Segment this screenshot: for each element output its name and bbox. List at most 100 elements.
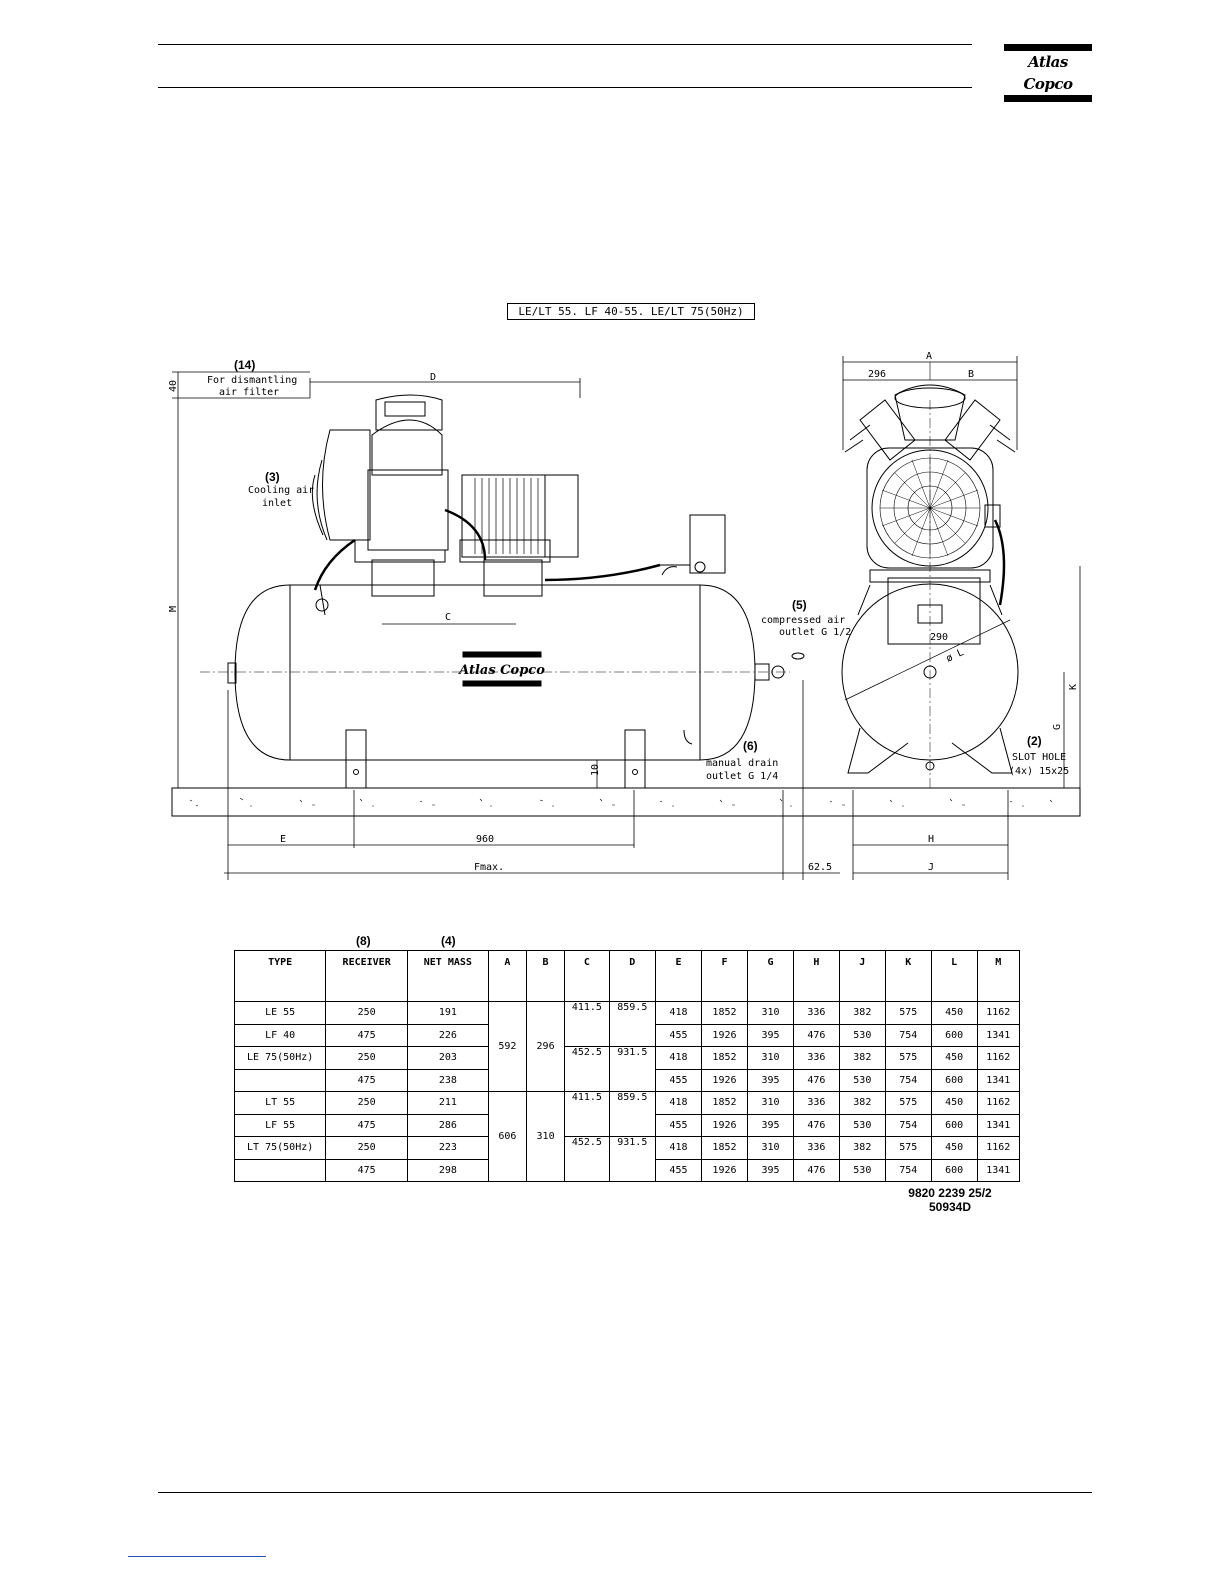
dim-a: A [926, 351, 932, 362]
cell-net-mass: 211 [406, 1091, 489, 1115]
cell-f: 1852 [700, 1091, 749, 1115]
col-header-b: B [525, 950, 566, 1002]
cell-l: 600 [930, 1113, 978, 1137]
cell-e: 418 [655, 1001, 702, 1025]
cell-e: 418 [655, 1046, 702, 1070]
cell-l: 450 [930, 1091, 978, 1115]
dim-h: H [928, 834, 934, 845]
cell-type: LE 75(50Hz) [233, 1046, 327, 1070]
cell-k: 575 [884, 1136, 932, 1160]
cell-type: LF 40 [233, 1023, 327, 1047]
cell-d: 931.5 [608, 1136, 657, 1182]
cell-g: 310 [747, 1046, 794, 1070]
cell-g: 310 [747, 1091, 794, 1115]
callout-14-line1: For dismantling [207, 375, 297, 386]
callout-3-number: (3) [265, 470, 280, 484]
callout-2-line1: SLOT HOLE [1012, 752, 1066, 763]
dim-625: 62.5 [808, 862, 832, 873]
callout-14-number: (14) [234, 358, 255, 372]
cell-h: 336 [792, 1046, 840, 1070]
dim-l: ø L [945, 647, 966, 665]
cell-e: 455 [655, 1113, 702, 1137]
col-header-f: F [700, 950, 749, 1002]
dim-10: 10 [590, 764, 601, 776]
dim-40: 40 [168, 380, 179, 392]
cell-g: 310 [747, 1001, 794, 1025]
cell-net-mass: 203 [406, 1046, 489, 1070]
drawing-title: LE/LT 55. LF 40-55. LE/LT 75(50Hz) [507, 303, 755, 320]
cell-h: 336 [792, 1091, 840, 1115]
callout-5-line2: outlet G 1/2 [779, 627, 851, 638]
col-header-receiver: RECEIVER [325, 950, 408, 1002]
dim-960: 960 [476, 834, 494, 845]
cell-a: 592 [487, 1001, 527, 1092]
cell-receiver: 250 [325, 1046, 408, 1070]
cell-type: LE 55 [233, 1001, 327, 1025]
cell-j: 382 [838, 1046, 886, 1070]
cell-type: LT 75(50Hz) [233, 1136, 327, 1160]
cell-k: 575 [884, 1046, 932, 1070]
cell-type [233, 1068, 327, 1092]
cell-f: 1852 [700, 1001, 749, 1025]
compressor-dimension-drawing: (14) For dismantling air filter (3) Cool… [168, 351, 1081, 880]
cell-g: 395 [747, 1113, 794, 1137]
cell-g: 395 [747, 1068, 794, 1092]
mass-ref: (4) [441, 934, 456, 948]
cell-receiver: 250 [325, 1091, 408, 1115]
col-header-type: TYPE [233, 950, 327, 1002]
cell-receiver: 475 [325, 1023, 408, 1047]
cell-c: 452.5 [564, 1136, 610, 1182]
callout-2-number: (2) [1027, 734, 1042, 748]
dim-m: M [168, 606, 179, 612]
cell-c: 452.5 [564, 1046, 610, 1092]
cell-d: 931.5 [608, 1046, 657, 1092]
cell-m: 1162 [976, 1136, 1021, 1160]
cell-f: 1926 [700, 1023, 749, 1047]
cell-j: 530 [838, 1023, 886, 1047]
dim-b: B [968, 369, 974, 380]
callout-2-line2: (4x) 15x25 [1009, 766, 1069, 777]
col-header-k: K [884, 950, 932, 1002]
cell-d: 859.5 [608, 1001, 657, 1047]
cell-h: 476 [792, 1023, 840, 1047]
dim-g: G [1052, 724, 1063, 730]
cell-g: 310 [747, 1136, 794, 1160]
cell-net-mass: 223 [406, 1136, 489, 1160]
cell-e: 455 [655, 1158, 702, 1182]
dim-296: 296 [868, 369, 886, 380]
receiver-logo-text: Atlas Copco [457, 663, 545, 678]
cell-net-mass: 226 [406, 1023, 489, 1047]
cell-h: 336 [792, 1001, 840, 1025]
dim-290: 290 [930, 632, 948, 643]
side-dimensions [172, 371, 840, 880]
callout-5-number: (5) [792, 598, 807, 612]
col-header-net-mass: NET MASS [406, 950, 489, 1002]
cell-net-mass: 191 [406, 1001, 489, 1025]
cell-j: 382 [838, 1001, 886, 1025]
cell-k: 754 [884, 1023, 932, 1047]
cell-l: 450 [930, 1001, 978, 1025]
cell-j: 530 [838, 1158, 886, 1182]
dim-e: E [280, 834, 286, 845]
cell-k: 754 [884, 1113, 932, 1137]
cell-h: 476 [792, 1158, 840, 1182]
cell-m: 1341 [976, 1158, 1021, 1182]
cell-e: 418 [655, 1136, 702, 1160]
footer-rule [158, 1492, 1092, 1493]
col-header-m: M [976, 950, 1021, 1002]
cell-c: 411.5 [564, 1001, 610, 1047]
callout-3-line2: inlet [262, 498, 292, 509]
cell-d: 859.5 [608, 1091, 657, 1137]
cell-m: 1341 [976, 1023, 1021, 1047]
atlas-copco-logo: Atlas Copco [1004, 44, 1092, 102]
col-header-c: C [564, 950, 610, 1002]
cell-type [233, 1158, 327, 1182]
cell-g: 395 [747, 1023, 794, 1047]
cell-receiver: 475 [325, 1158, 408, 1182]
cell-net-mass: 286 [406, 1113, 489, 1137]
